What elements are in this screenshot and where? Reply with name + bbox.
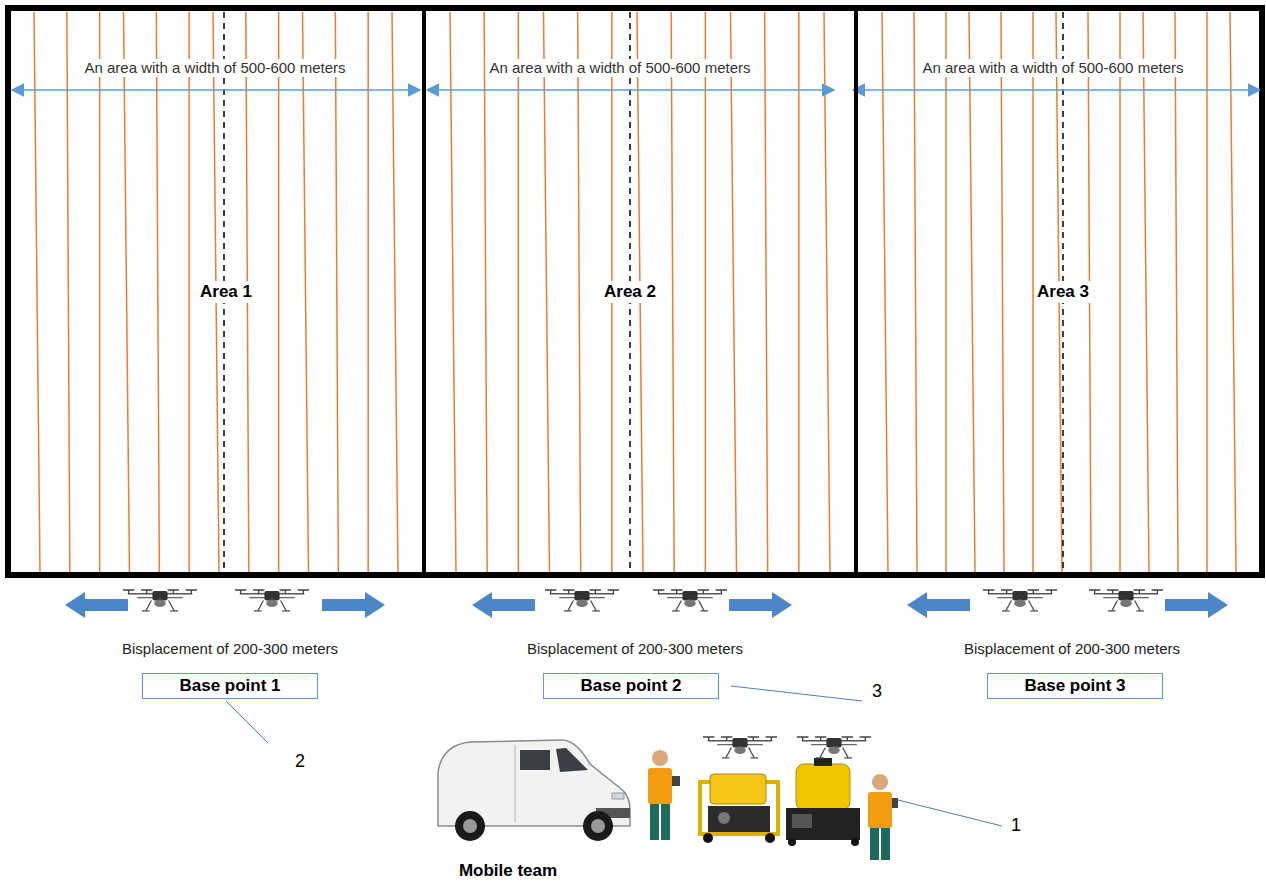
field-lines: [34, 12, 1236, 572]
area-label: Area 1: [197, 281, 255, 303]
flight-line: [705, 12, 707, 572]
flight-line: [188, 12, 190, 572]
worker-illustration: [868, 774, 898, 860]
flight-line: [765, 12, 768, 572]
flight-line: [824, 12, 830, 572]
field-frame: [8, 8, 1262, 575]
width-arrow: [853, 89, 1260, 91]
flight-line: [578, 12, 581, 572]
dimension-label: An area with a width of 500-600 meters: [921, 59, 1186, 77]
flight-line: [156, 12, 159, 572]
base-point-box: Base point 2: [543, 673, 718, 699]
flight-line: [278, 12, 280, 572]
base-point-label: Base point 1: [179, 676, 280, 696]
drone-icon: [545, 590, 619, 611]
base-point-label: Base point 2: [580, 676, 681, 696]
width-arrow: [12, 89, 420, 91]
displacement-icons: [65, 590, 1228, 618]
flight-line: [1119, 12, 1121, 572]
flight-line: [1175, 12, 1178, 572]
callout-number: 2: [295, 751, 305, 773]
base-point-box: Base point 3: [987, 673, 1162, 699]
drone-icon: [123, 590, 197, 611]
displacement-arrow: [65, 592, 128, 618]
dimension-label: An area with a width of 500-600 meters: [83, 59, 348, 77]
drone-icon: [983, 590, 1057, 611]
flight-line: [882, 12, 888, 572]
flight-line: [99, 12, 101, 572]
displacement-label: Bisplacement of 200-300 meters: [527, 640, 743, 658]
flight-line: [67, 12, 70, 572]
flight-line: [1001, 12, 1004, 572]
callout-number: 3: [872, 681, 882, 703]
generator-illustration: [700, 774, 778, 843]
flight-line: [303, 12, 309, 572]
displacement-arrow: [322, 592, 385, 618]
leader-line: [226, 701, 268, 743]
flight-line: [124, 12, 130, 572]
flight-line: [1143, 12, 1149, 572]
flight-line: [544, 12, 550, 572]
drone-icon: [703, 737, 777, 758]
flight-line: [367, 12, 369, 572]
drone-icon: [797, 737, 871, 758]
flight-line: [671, 12, 674, 572]
van-illustration: [438, 740, 630, 841]
displacement-arrow: [907, 592, 970, 618]
base-point-box: Base point 1: [142, 673, 317, 699]
leader-line: [731, 686, 862, 701]
flight-line: [1230, 12, 1236, 572]
team-label: Mobile team: [459, 861, 557, 881]
flight-line: [484, 12, 487, 572]
drone-icon: [1089, 590, 1163, 611]
flight-line: [34, 12, 40, 572]
flight-line: [731, 12, 737, 572]
flight-line: [1206, 12, 1208, 572]
displacement-arrow: [472, 592, 535, 618]
displacement-arrow: [729, 592, 792, 618]
displacement-arrow: [1165, 592, 1228, 618]
flight-line: [798, 12, 800, 572]
sprayer-tank-illustration: [786, 758, 860, 846]
width-arrow: [427, 89, 834, 91]
area-box: Area 2: [424, 8, 856, 575]
displacement-label: Bisplacement of 200-300 meters: [964, 640, 1180, 658]
flight-line: [945, 12, 947, 572]
worker-illustration: [648, 750, 680, 840]
dimension-label: An area with a width of 500-600 meters: [488, 59, 753, 77]
displacement-label: Bisplacement of 200-300 meters: [122, 640, 338, 658]
flight-line: [914, 12, 917, 572]
area-label: Area 2: [601, 281, 659, 303]
flight-line: [392, 12, 398, 572]
flight-line: [450, 12, 456, 572]
callout-number: 1: [1011, 815, 1021, 837]
flight-line: [518, 12, 520, 572]
base-point-label: Base point 3: [1024, 676, 1125, 696]
flight-line: [335, 12, 338, 572]
flight-line: [969, 12, 975, 572]
area-label: Area 3: [1034, 281, 1092, 303]
leader-line: [898, 800, 1002, 826]
area-box: Area 1: [8, 8, 424, 575]
area-box: Area 3: [856, 8, 1262, 575]
drone-icon: [653, 590, 727, 611]
drone-icon: [235, 590, 309, 611]
